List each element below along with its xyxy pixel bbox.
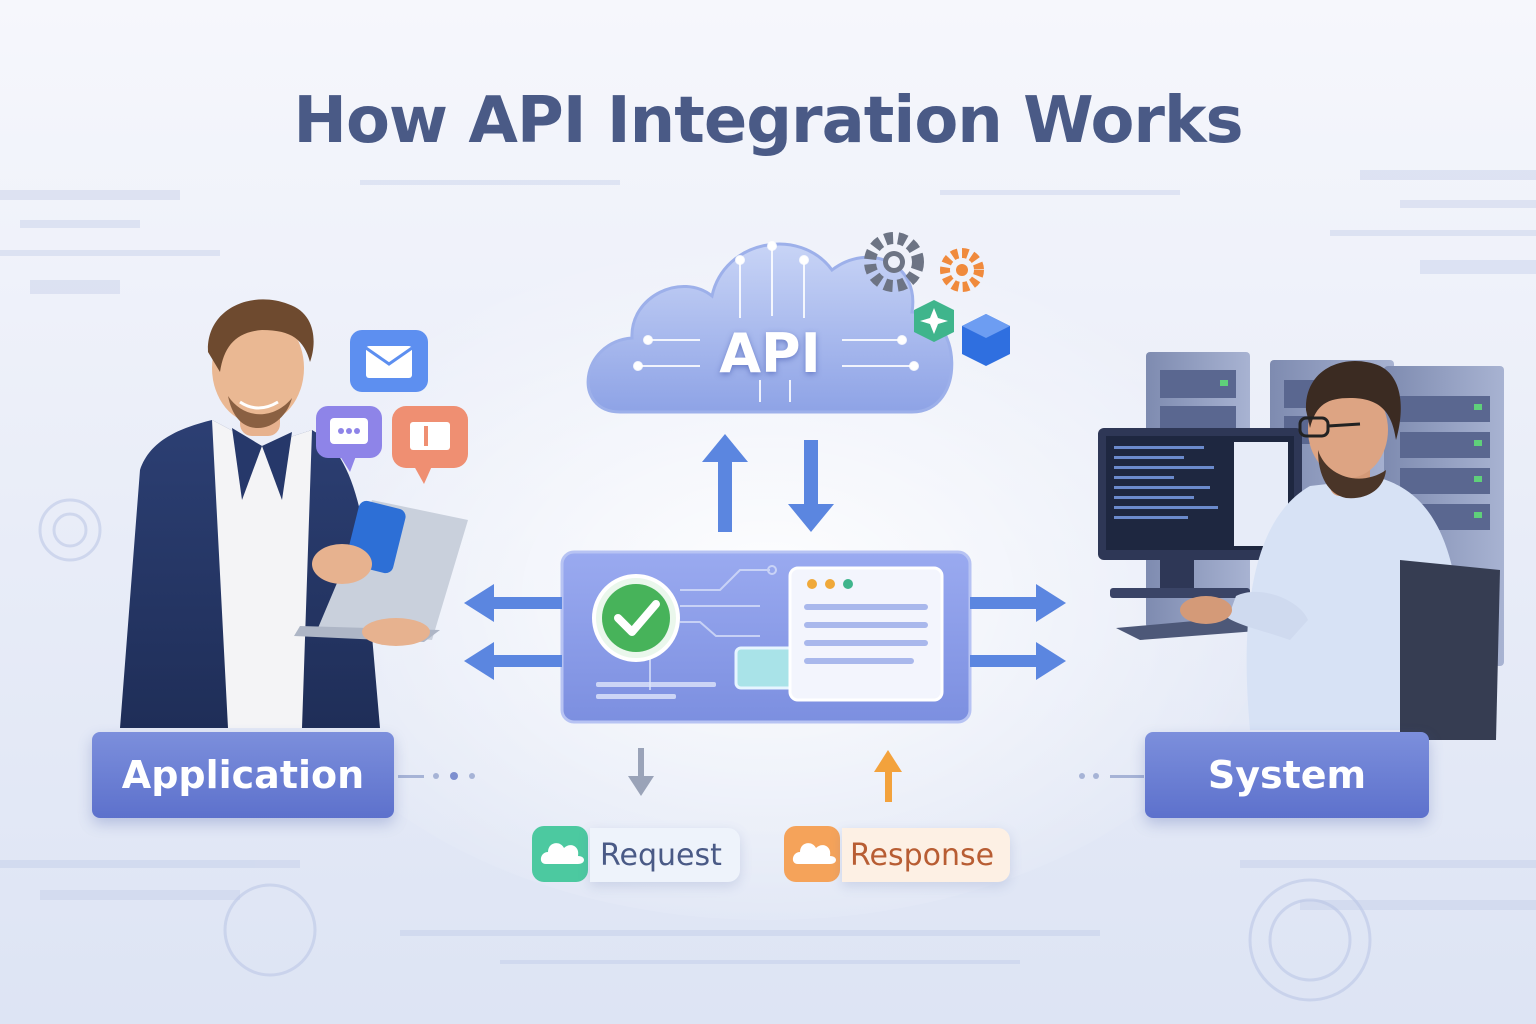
folder-chat-icon: [392, 406, 468, 484]
up-arrow: [702, 434, 748, 532]
right-arrow: [970, 642, 1066, 680]
response-pill: Response: [842, 828, 1010, 882]
left-arrow: [464, 584, 562, 622]
response-cloud-icon: [784, 826, 840, 882]
up-arrow-small: [874, 750, 902, 802]
system-label: System: [1207, 753, 1367, 797]
request-label: Request: [600, 837, 722, 873]
down-arrow: [788, 440, 834, 532]
down-arrow-small: [628, 748, 654, 796]
cube-icon: [962, 314, 1010, 366]
gear-icon: [940, 248, 984, 292]
sparkle-hex-icon: [914, 300, 954, 342]
system-label-box: System: [1145, 732, 1429, 818]
request-pill: Request: [590, 828, 740, 882]
mail-icon: [350, 330, 428, 392]
connector-right: [1079, 773, 1144, 779]
developer-person-illustration: [1180, 361, 1500, 740]
business-person-illustration: [120, 299, 468, 728]
monitor-illustration: [1098, 428, 1302, 640]
chat-icon: [316, 406, 382, 472]
page-title: How API Integration Works: [293, 84, 1243, 158]
connector-left: [398, 772, 475, 780]
request-cloud-icon: [532, 826, 588, 882]
api-label: API: [719, 322, 821, 385]
left-arrow: [464, 642, 562, 680]
gear-icon: [864, 232, 924, 292]
response-label: Response: [850, 837, 995, 873]
checkmark-icon: [592, 574, 680, 662]
browser-window-icon: [788, 566, 944, 702]
application-label: Application: [121, 753, 365, 797]
right-arrow: [970, 584, 1066, 622]
application-label-box: Application: [92, 732, 394, 818]
